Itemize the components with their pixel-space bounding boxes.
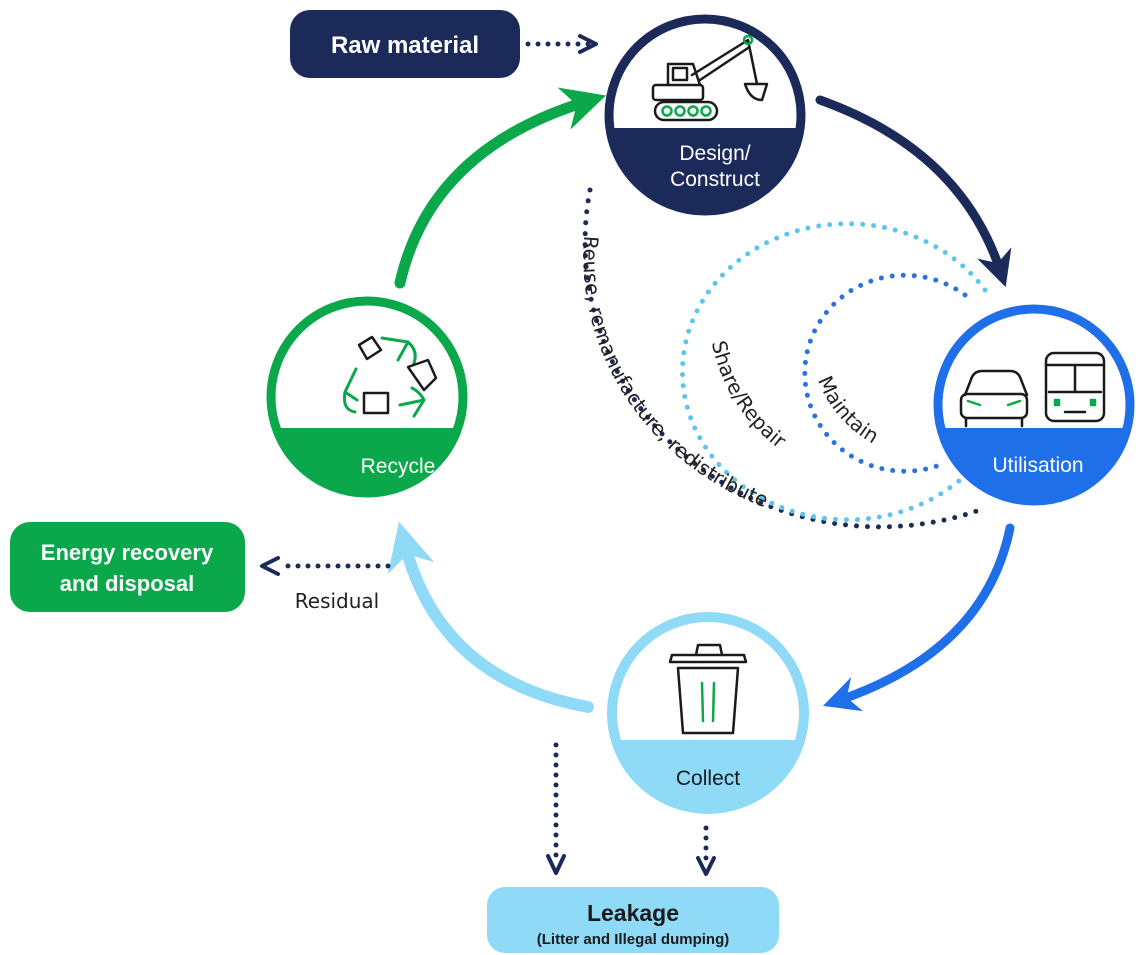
arrow-design-to-utilisation xyxy=(815,95,1012,288)
residual-label: Residual xyxy=(295,589,379,613)
node-utilisation: Utilisation xyxy=(933,304,1135,506)
loop-reuse-label: Reuse, remanufacture, redistribute xyxy=(578,235,771,512)
node-design-label-1: Design/ xyxy=(679,142,750,165)
residual-arrowhead xyxy=(260,556,280,576)
raw-arrowhead xyxy=(578,34,598,54)
node-utilisation-label: Utilisation xyxy=(992,454,1083,477)
node-collect: Collect xyxy=(607,612,809,814)
loop-reuse xyxy=(582,187,983,530)
leakage-right-arrowhead xyxy=(696,856,716,876)
arrow-recycle-to-design xyxy=(394,87,607,289)
leakage-box: Leakage (Litter and Illegal dumping) xyxy=(487,887,779,953)
leakage-left-arrowhead xyxy=(546,854,566,875)
raw-material-box: Raw material xyxy=(290,10,520,78)
waste-bin-icon xyxy=(668,643,748,735)
node-design-construct: Design/ Construct xyxy=(604,14,806,216)
node-recycle: Recycle xyxy=(266,296,468,498)
raw-material-label: Raw material xyxy=(331,32,479,59)
recycle-icon xyxy=(343,335,438,418)
leakage-subtitle: (Litter and Illegal dumping) xyxy=(537,931,730,948)
node-recycle-label: Recycle xyxy=(361,455,436,478)
loop-share-repair xyxy=(679,221,988,523)
car-and-bus-icon xyxy=(959,351,1106,428)
energy-recovery-line2: and disposal xyxy=(60,571,194,596)
energy-recovery-box: Energy recovery and disposal xyxy=(10,522,245,612)
loop-share-label: Share/Repair xyxy=(707,338,791,453)
energy-recovery-line1: Energy recovery xyxy=(41,540,214,565)
node-collect-label: Collect xyxy=(676,767,740,790)
arrow-utilisation-to-collect xyxy=(822,523,1015,712)
node-design-label-2: Construct xyxy=(670,168,760,191)
leakage-title: Leakage xyxy=(587,900,679,926)
excavator-icon xyxy=(651,34,769,122)
arrow-collect-to-recycle xyxy=(387,521,594,713)
loop-maintain-label: Maintain xyxy=(813,372,883,448)
